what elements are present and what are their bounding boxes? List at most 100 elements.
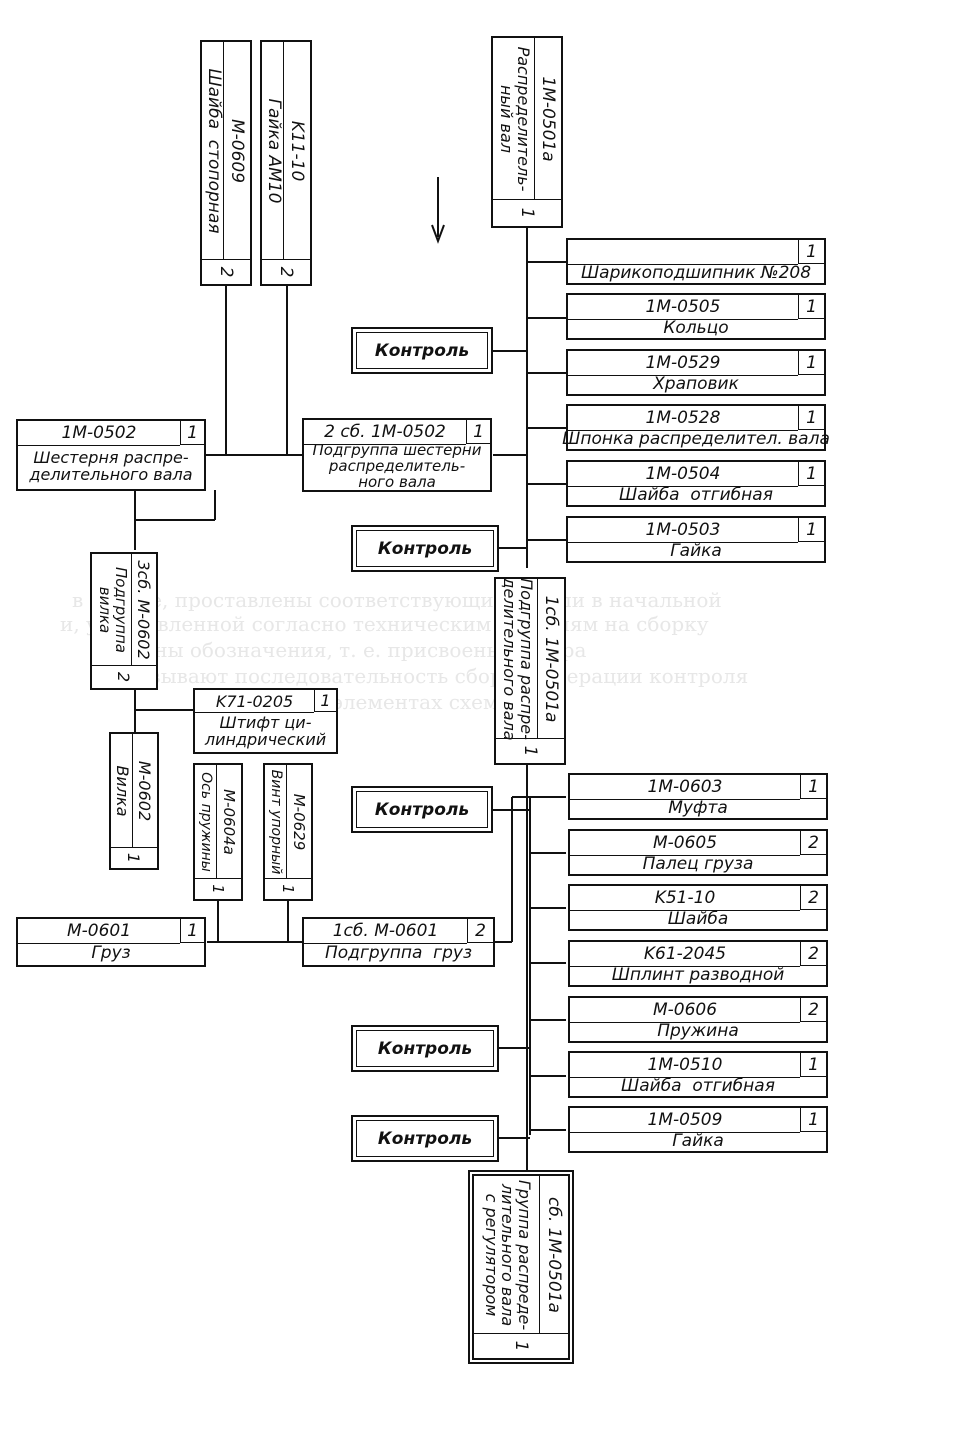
part-name: Подгруппа шестерни распределитель- ного …: [312, 441, 482, 491]
control-box: Контроль: [351, 1025, 499, 1072]
part-code: 1M-0501a: [538, 76, 558, 162]
control-label: Контроль: [356, 1030, 494, 1067]
control-label: Контроль: [356, 1120, 494, 1157]
main-shaft-box: 1M-0501a 1 Распределитель- ный вал: [491, 36, 563, 228]
part-code: 1M-0510: [647, 1055, 723, 1075]
part-name: Шайба: [667, 908, 729, 929]
quantity-cell: 2: [92, 665, 156, 688]
control-label: Контроль: [356, 332, 488, 369]
control-label: Контроль: [356, 530, 494, 567]
quantity-cell: 2: [202, 259, 250, 284]
part-code: M-0606: [652, 1000, 718, 1020]
part-code: M-0629: [290, 793, 308, 851]
quantity-cell: 1: [798, 351, 824, 375]
control-box: Контроль: [351, 1115, 499, 1162]
part-name: Подгруппа вилка: [96, 567, 130, 653]
part-code: 1M-0505: [645, 297, 721, 317]
quantity-cell: 1: [800, 1108, 826, 1132]
part-name: Пружина: [657, 1020, 739, 1041]
part-code: 1M-0502: [61, 423, 137, 443]
quantity-cell: 1: [493, 199, 561, 226]
part-name: Гайка: [670, 540, 722, 561]
part-name: Шайба отгибная: [621, 1075, 775, 1096]
part-code: 1M-0529: [645, 353, 721, 373]
quantity-cell: 1: [180, 919, 204, 943]
part-name: Груз: [91, 943, 131, 964]
part-name: Штифт ци- линдрический: [204, 713, 327, 749]
part-name: Подгруппа распре- делительного вала: [500, 577, 536, 741]
part-code: K71-0205: [215, 691, 294, 711]
part-code: 1сб. 1M-0501a: [541, 595, 561, 723]
part-code: M-0602: [135, 760, 155, 822]
down-arrow-icon: [431, 177, 445, 244]
part-code: 1M-0503: [645, 520, 721, 540]
bleed-through-line: показывают последовательность сборки, оп…: [100, 664, 749, 688]
quantity-cell: 1: [496, 738, 564, 763]
part-name: Винт упорный: [268, 769, 285, 875]
quantity-cell: 1: [798, 462, 824, 486]
part-code: K61-2045: [643, 944, 727, 964]
part-code: K11-10: [287, 120, 307, 182]
control-label: Контроль: [356, 791, 488, 828]
part-code: M-0609: [227, 118, 247, 184]
part-box-nut: K11-10 2 Гайка AM10: [260, 40, 312, 286]
bleed-through-line: и, установленной согласно техническим ус…: [60, 612, 709, 636]
part-code: K51-10: [654, 888, 716, 908]
quantity-cell: 2: [467, 919, 493, 943]
quantity-cell: 2: [262, 259, 310, 284]
quantity-cell: 1: [111, 847, 157, 868]
part-code: 1M-0603: [647, 777, 723, 797]
part-name: Кольцо: [663, 317, 729, 338]
part-code: 2 сб. 1M-0502: [324, 422, 446, 442]
subgroup-fork-box: 3сб. M-0602 2 Подгруппа вилка: [90, 552, 158, 690]
quantity-cell: 1: [180, 421, 204, 445]
quantity-cell: 1: [798, 518, 824, 542]
part-name: Подгруппа груз: [325, 943, 472, 964]
quantity-cell: 1: [195, 878, 241, 899]
part-code: 3сб. M-0602: [134, 560, 154, 660]
part-name: Распределитель- ный вал: [497, 46, 533, 192]
bleed-through-line: в сборке, проставлены соответствующие де…: [72, 588, 722, 612]
control-box: Контроль: [351, 327, 493, 374]
quantity-cell: 1: [798, 295, 824, 319]
part-code: 1сб. M-0601: [332, 921, 439, 941]
quantity-cell: 2: [800, 831, 826, 855]
part-name: Ось пружины: [198, 772, 215, 872]
control-box: Контроль: [351, 786, 493, 833]
part-code: 1M-0509: [647, 1110, 723, 1130]
quantity-cell: 1: [466, 420, 490, 444]
part-name: Шестерня распре- делительного вала: [29, 448, 193, 484]
part-name: Шарикоподшипник №208: [580, 262, 812, 283]
part-name: Шпонка распределител. вала: [562, 428, 830, 449]
part-name: Шайба отгибная: [619, 484, 773, 505]
part-name: Шплинт разводной: [611, 964, 785, 985]
spring-axle-box: M-0604a 1 Ось пружины: [193, 763, 243, 901]
quantity-cell: 1: [800, 775, 826, 799]
part-code: сб. 1M-0501a: [544, 1197, 564, 1313]
part-name: Гайка AM10: [263, 98, 284, 204]
quantity-cell: 1: [798, 240, 824, 264]
part-name: Группа распреде- лительного вала с регул…: [481, 1179, 535, 1331]
part-code: M-0604a: [220, 789, 238, 855]
quantity-cell: 2: [800, 942, 826, 966]
part-code: M-0601: [66, 921, 132, 941]
quantity-cell: 1: [314, 690, 336, 712]
